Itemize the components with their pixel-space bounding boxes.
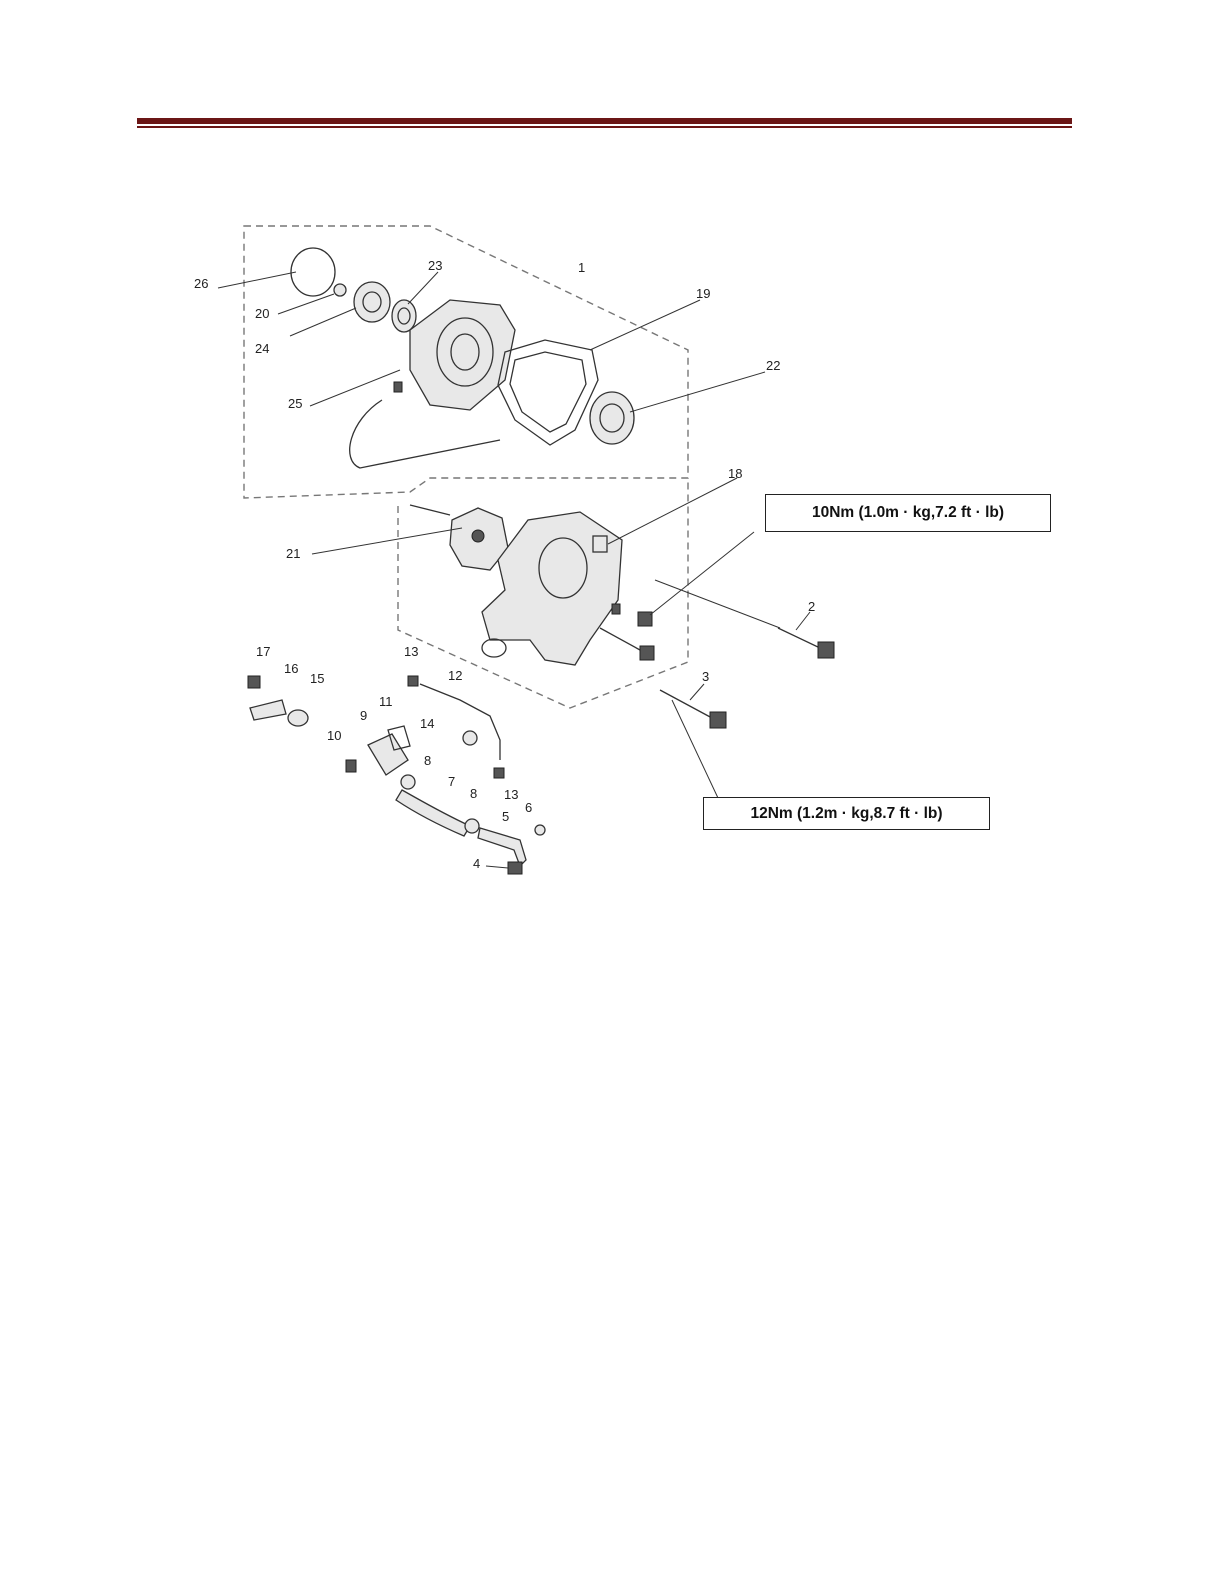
callout-12: 12 — [448, 668, 462, 683]
part-14-clamp — [463, 731, 477, 745]
callout-2: 2 — [808, 599, 815, 614]
part-20-seal — [334, 284, 346, 296]
callout-20: 20 — [255, 306, 269, 321]
part-21-impeller-shaft — [410, 505, 450, 515]
callout-7: 7 — [448, 774, 455, 789]
part-2-bolt — [778, 628, 820, 648]
part-23-bearing — [392, 300, 416, 332]
part-17-bolt — [248, 676, 260, 688]
part-10-bolt — [346, 760, 356, 772]
callout-15: 15 — [310, 671, 324, 686]
callout-22: 22 — [766, 358, 780, 373]
callout-1: 1 — [578, 260, 585, 275]
callout-26: 26 — [194, 276, 208, 291]
torque-spec-upper: 10Nm (1.0m · kg,7.2 ft · lb) — [765, 494, 1051, 532]
part-15-fitting — [288, 710, 308, 726]
callout-13-top: 13 — [404, 644, 418, 659]
part-7-hose — [396, 790, 470, 836]
part-5-pipe — [478, 828, 526, 866]
part-13-clamp-upper — [408, 676, 418, 686]
callout-10: 10 — [327, 728, 341, 743]
housing-bolt-upper — [638, 612, 652, 626]
callout-8-bottom: 8 — [470, 786, 477, 801]
callout-19: 19 — [696, 286, 710, 301]
callout-4: 4 — [473, 856, 480, 871]
callout-24: 24 — [255, 341, 269, 356]
part-9-cover — [368, 734, 408, 775]
callout-23: 23 — [428, 258, 442, 273]
callout-13-bottom: 13 — [504, 787, 518, 802]
callout-18: 18 — [728, 466, 742, 481]
part-26-o-ring — [291, 248, 335, 296]
part-16-bracket — [250, 700, 286, 720]
part-24-bearing — [354, 282, 390, 322]
housing-bolt-lower — [640, 646, 654, 660]
callout-14: 14 — [420, 716, 434, 731]
part-3-bolt — [660, 690, 712, 718]
part-8-clamp-upper — [401, 775, 415, 789]
torque-spec-lower: 12Nm (1.2m · kg,8.7 ft · lb) — [703, 797, 990, 830]
callout-17: 17 — [256, 644, 270, 659]
callout-25: 25 — [288, 396, 302, 411]
callout-16: 16 — [284, 661, 298, 676]
part-13-clamp-lower — [494, 768, 504, 778]
callout-5: 5 — [502, 809, 509, 824]
callout-3: 3 — [702, 669, 709, 684]
part-6-oring — [535, 825, 545, 835]
part-8-clamp-lower — [465, 819, 479, 833]
callout-8-top: 8 — [424, 753, 431, 768]
part-25-pump-cover — [410, 300, 515, 410]
part-hose-loop — [350, 400, 500, 468]
callout-11: 11 — [379, 694, 393, 709]
part-22-mechanical-seal — [590, 392, 634, 444]
callout-9: 9 — [360, 708, 367, 723]
part-4-bolt — [508, 862, 522, 874]
callout-21: 21 — [286, 546, 300, 561]
callout-6: 6 — [525, 800, 532, 815]
